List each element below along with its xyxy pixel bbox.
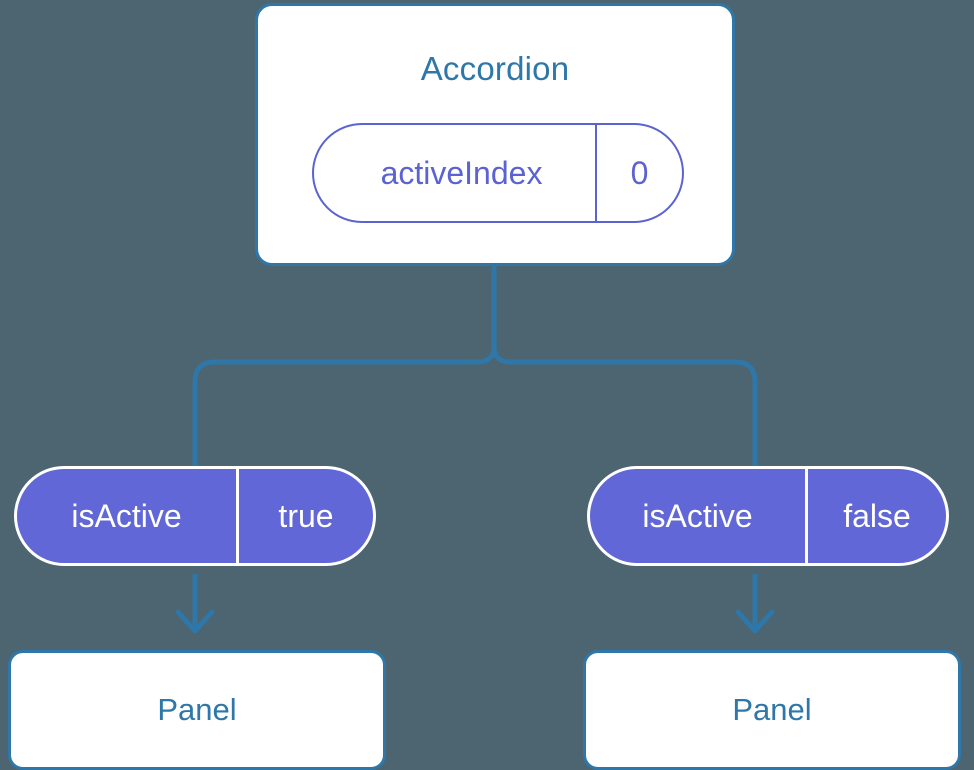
prop-pill-is-active-right[interactable]: isActive false: [587, 466, 949, 566]
component-title-panel: Panel: [157, 691, 237, 727]
component-title-accordion: Accordion: [420, 50, 570, 87]
connector-branch-right: [491, 345, 758, 466]
prop-pill-key: isActive: [71, 498, 182, 534]
component-title-panel: Panel: [732, 691, 812, 727]
arrow-head-left: [175, 609, 215, 634]
state-pill-key: activeIndex: [380, 155, 543, 191]
arrow-head-right: [735, 609, 775, 634]
prop-pill-is-active-left[interactable]: isActive true: [14, 466, 376, 566]
prop-pill-key: isActive: [642, 498, 753, 534]
state-pill-active-index[interactable]: activeIndex 0: [312, 123, 684, 223]
state-pill-value: 0: [595, 125, 682, 221]
component-card-panel-left[interactable]: Panel: [8, 650, 386, 770]
prop-pill-value: false: [805, 469, 946, 563]
connector-branch-left: [192, 345, 497, 466]
prop-pill-value: true: [236, 469, 373, 563]
component-card-accordion[interactable]: Accordion activeIndex 0: [255, 3, 735, 266]
component-card-panel-right[interactable]: Panel: [583, 650, 961, 770]
